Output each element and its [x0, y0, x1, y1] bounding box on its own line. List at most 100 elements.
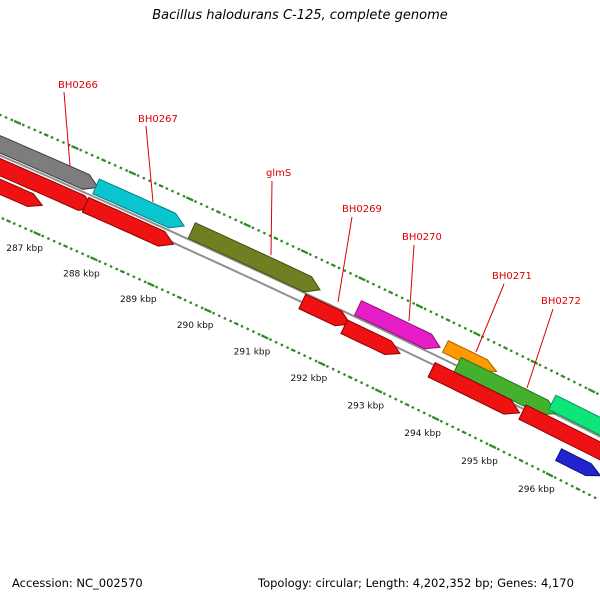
ruler-tick: [86, 254, 90, 258]
gene-arrow-BH0267[interactable]: [92, 178, 186, 229]
ruler-tick: [377, 285, 381, 289]
ruler-tick: [285, 242, 289, 246]
ruler-tick: [113, 163, 117, 167]
ruler-tick: [584, 386, 588, 390]
ruler-tick: [75, 249, 79, 253]
ruler-label: 288 kbp: [63, 269, 100, 279]
gene-arrow[interactable]: [555, 448, 600, 477]
ruler-tick: [90, 256, 98, 262]
ruler-tick: [300, 249, 309, 255]
ruler-label: 295 kbp: [461, 457, 498, 467]
ruler-tick: [469, 329, 473, 333]
ruler-tick: [103, 262, 107, 266]
ruler-tick: [461, 430, 467, 435]
ruler-tick: [268, 338, 273, 342]
ruler-tick: [243, 222, 252, 228]
ruler-tick: [452, 321, 456, 325]
ruler-tick: [119, 269, 125, 274]
ruler-tick: [530, 464, 535, 468]
ruler-tick: [530, 359, 539, 365]
ruler-tick: [239, 220, 244, 225]
ruler-tick: [33, 231, 41, 237]
ruler-tick: [331, 367, 335, 371]
gene-label-BH0272[interactable]: BH0272: [541, 296, 581, 307]
ruler-tick: [399, 400, 404, 404]
gene-arrow-BH0270[interactable]: [353, 300, 441, 350]
gene-label-BH0271[interactable]: BH0271: [492, 271, 532, 282]
ruler-tick: [521, 354, 525, 359]
ruler-tick: [71, 144, 79, 151]
ruler-tick: [570, 484, 574, 488]
ruler-tick: [544, 366, 548, 370]
ruler-tick: [587, 387, 596, 394]
ruler-tick: [525, 461, 529, 465]
ruler-tick: [251, 226, 255, 230]
ruler-tick: [290, 348, 296, 353]
ruler-tick: [143, 280, 147, 284]
gene-arrow[interactable]: [0, 168, 44, 208]
ruler-tick: [394, 293, 399, 297]
ruler-tick: [18, 224, 22, 228]
gene-arrow[interactable]: [518, 404, 600, 471]
gene-arrow[interactable]: [427, 361, 521, 415]
gene-label-BH0267[interactable]: BH0267: [138, 114, 178, 125]
ruler-tick: [285, 346, 290, 350]
ruler-tick: [416, 408, 421, 412]
ruler-tick: [383, 288, 387, 292]
ruler-tick: [165, 186, 169, 191]
ruler-tick: [46, 237, 51, 241]
ruler-label: 290 kbp: [177, 321, 214, 331]
gene-label-BH0266[interactable]: BH0266: [58, 80, 98, 91]
ruler-tick: [280, 343, 284, 347]
ruler-tick: [262, 231, 267, 235]
gene-arrow-BH0269[interactable]: [298, 293, 352, 327]
ruler-tick: [158, 183, 164, 188]
ruler-tick: [29, 229, 33, 233]
ruler-tick: [50, 135, 54, 140]
ruler-tick: [203, 307, 212, 314]
ruler-tick: [411, 405, 415, 409]
ruler-tick: [422, 411, 426, 415]
ruler-tick: [183, 298, 187, 302]
ruler-tick: [486, 337, 490, 342]
ruler-tick: [147, 281, 155, 288]
gene-label-BH0269[interactable]: BH0269: [342, 204, 382, 215]
gene-label-leader: [270, 180, 273, 256]
ruler-tick: [166, 290, 170, 294]
ruler-tick: [98, 259, 102, 263]
ruler-tick: [38, 130, 43, 135]
gene-label-BH0270[interactable]: BH0270: [402, 232, 442, 243]
page-title: Bacillus halodurans C-125, complete geno…: [152, 8, 448, 23]
ruler-tick: [515, 352, 519, 356]
ruler-tick: [485, 442, 489, 446]
ruler-tick: [423, 307, 427, 311]
accession-text: Accession: NC_002570: [12, 576, 143, 590]
ruler-tick: [246, 327, 250, 331]
gene-arrow[interactable]: [81, 196, 175, 247]
genome-summary-text: Topology: circular; Length: 4,202,352 bp…: [258, 576, 574, 590]
gene-arrow[interactable]: [548, 394, 600, 451]
ruler-tick: [61, 140, 66, 145]
gene-arrow-BH0266[interactable]: [0, 131, 99, 190]
ruler-tick: [382, 392, 386, 396]
ruler-tick: [154, 285, 159, 289]
gene-arrow-glmS[interactable]: [187, 222, 321, 293]
ruler-tick: [194, 303, 199, 307]
ruler-label: 294 kbp: [404, 429, 441, 439]
ruler-tick: [359, 381, 364, 385]
gene-label-leader: [63, 91, 71, 167]
ruler-tick: [182, 194, 186, 198]
gene-label-leader: [475, 283, 505, 353]
ruler-tick: [228, 215, 232, 219]
ruler-tick: [24, 227, 28, 231]
ruler-tick: [542, 470, 546, 474]
ruler-tick: [371, 386, 375, 390]
gene-label-glmS[interactable]: glmS: [266, 168, 291, 179]
ruler-tick: [124, 168, 129, 173]
ruler-tick: [463, 326, 467, 330]
ruler-tick: [109, 264, 113, 269]
gene-arrow[interactable]: [340, 319, 402, 356]
ruler-tick: [549, 369, 554, 373]
ruler-tick: [366, 279, 370, 284]
